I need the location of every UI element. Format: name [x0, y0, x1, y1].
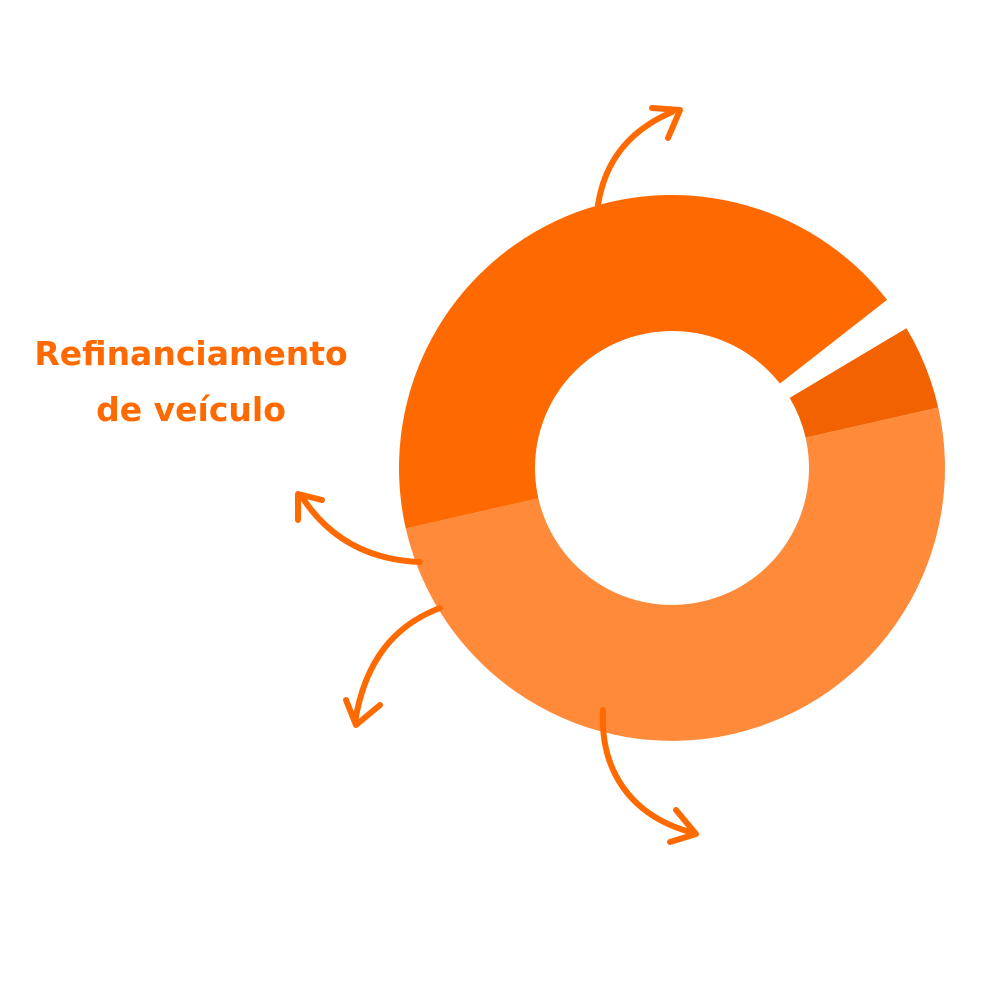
- arrow-bottom-left: [343, 605, 443, 728]
- donut-slice-1: [779, 299, 907, 398]
- label-line-2: de veículo: [96, 390, 286, 429]
- slice-label-refinanciamento: Refinanciamento de veículo: [0, 326, 382, 438]
- donut-slice-0: [399, 194, 888, 529]
- donut-slice-2: [789, 328, 939, 438]
- arrow-top: [595, 105, 683, 208]
- arrow-bottom: [599, 707, 699, 845]
- label-line-1: Refinanciamento: [34, 334, 348, 373]
- donut-slice-3: [405, 407, 945, 741]
- arrow-left: [295, 491, 423, 565]
